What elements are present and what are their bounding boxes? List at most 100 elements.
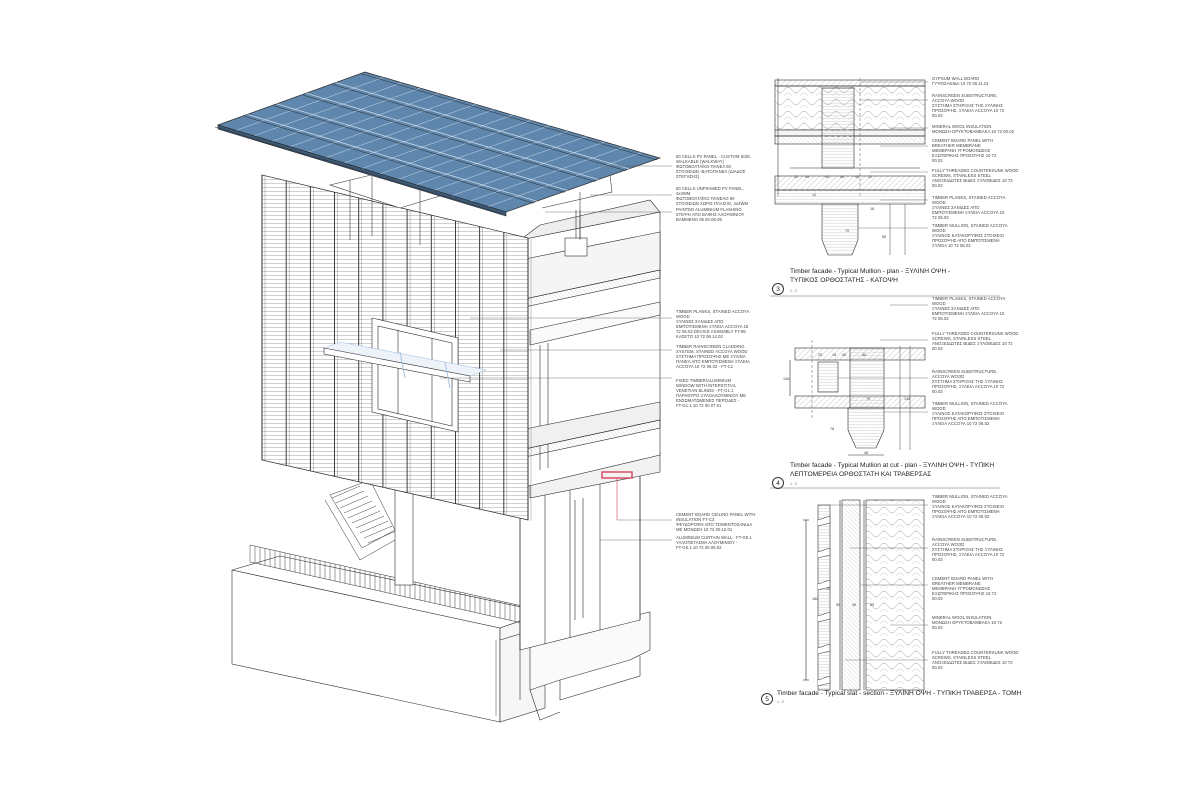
dimension-label: 44 <box>805 175 809 179</box>
d4-annotation-rainscreen: RAINSCREEN SUBSTRUCTURE, ACCOYA WOOD ΣΥΣ… <box>932 369 1005 395</box>
pv-rail <box>244 116 534 204</box>
dimension-label: 188 <box>812 597 818 601</box>
d3-annotation-planks: TIMBER PLANKS, STAINED ACCOYA WOOD ΞΥΛΙΝ… <box>932 195 1006 221</box>
slat-notch <box>817 515 831 527</box>
dimension-label: 46 <box>862 353 866 357</box>
detail-leaders <box>830 81 928 661</box>
pv-cell-line <box>397 125 550 180</box>
pv-cell-line <box>361 114 513 169</box>
dimension-label: 18 <box>832 353 836 357</box>
dimension-label: 40 <box>825 175 829 179</box>
dimension-label: 136 <box>904 397 910 401</box>
dimension-label: 40 <box>855 175 859 179</box>
d3-annotation-mineral-wool: MINERAL WOOL INSULATION ΜΟΝΩΣΗ ΟΡΥΚΤΟΒΑΜ… <box>932 124 1014 135</box>
pv-cell-line <box>451 141 605 196</box>
pv-cell-line <box>307 98 458 153</box>
pv-cell-line <box>306 92 599 180</box>
dimension-label: 136 <box>783 377 789 381</box>
d5-annotation-mullion: TIMBER MULLION, STAINED ACCOYA WOOD ΞΥΛΙ… <box>932 494 1008 520</box>
d5-annotation-screws: FULLY THREADED COUNTERSUNK WOOD SCREWS, … <box>932 650 1019 671</box>
dimension-label: 78 <box>830 427 834 431</box>
ground-floor <box>394 451 661 651</box>
annotation-curtain-wall: ALUMINIUM CURTAIN WALL - FT-G5.1 ΥΑΛΟΠΕΤ… <box>676 535 752 551</box>
pv-cell-line <box>335 82 630 170</box>
annotation-flashing: PAINTED ALUMINIUM FLASHING ΣΤΕΨΗ ΑΠΟ ΒΑΦ… <box>676 207 745 223</box>
detail-4-drawing <box>789 340 926 456</box>
pv-rail <box>303 94 596 182</box>
dimension-label: 46 <box>864 451 868 455</box>
detail-3-drawing <box>774 78 926 256</box>
stair-step <box>339 495 369 509</box>
pv-cell-line <box>469 147 624 202</box>
annotation-pv-custom: 60 CELLS PV PANEL - CUSTOM SIZE, WALKABL… <box>676 154 752 180</box>
slat-notch <box>817 547 831 559</box>
detail-3-number: 3 <box>772 283 784 295</box>
pv-cell-line <box>325 104 476 158</box>
pv-cell-line <box>253 82 402 137</box>
timber-facade <box>261 174 532 521</box>
pv-canopy <box>214 71 662 217</box>
detail-4-scale: 1 : 2 <box>790 482 797 486</box>
d5-annotation-rainscreen: RAINSCREEN SUBSTRUCTURE, ACCOYA WOOD ΣΥΣ… <box>932 537 1005 563</box>
detail-separators <box>770 295 1000 489</box>
dimension-label: 70 <box>845 229 849 233</box>
detail-4-number: 4 <box>772 477 784 489</box>
d3-annotation-screws: FULLY THREADED COUNTERSUNK WOOD SCREWS, … <box>932 168 1019 189</box>
building-base <box>231 555 651 723</box>
dimension-label: 22 <box>794 175 798 179</box>
stair-step <box>367 530 397 544</box>
dimension-label: 25 <box>818 353 822 357</box>
stair-step <box>335 490 365 504</box>
detail-5-title: Timber facade - Typical slat - section -… <box>777 690 1022 697</box>
annotation-rainscreen-cladding: TIMBER RAINSCREEN CLADDING SYSTEM, STAIN… <box>676 344 750 370</box>
stair <box>324 479 397 561</box>
annotation-timber-planks: TIMBER PLANKS, STAINED ACCOYA WOOD ΞΥΛΙΝ… <box>676 309 750 340</box>
stair-step <box>347 505 377 519</box>
stair-step <box>355 515 385 529</box>
annotation-fixed-window: FIXED TIMBER/ALUMINIUM WINDOW WITH INTER… <box>676 378 747 409</box>
pv-rail <box>361 73 658 161</box>
dimension-label: 36 <box>852 603 856 607</box>
d5-annotation-cement-board: CEMENT BOARD PANEL WITH BREATHER MEMBRAN… <box>932 576 997 602</box>
stair-step <box>363 525 393 539</box>
d3-annotation-cement-board: CEMENT BOARD PANEL WITH BREATHER MEMBRAN… <box>932 138 997 164</box>
d3-annotation-rainscreen: RAINSCREEN SUBSTRUCTURE, ACCOYA WOOD ΣΥΣ… <box>932 93 1005 119</box>
pv-rail <box>332 84 627 172</box>
dimension-label: 70 <box>866 397 870 401</box>
d4-annotation-planks: TIMBER PLANKS, STAINED ACCOYA WOOD ΞΥΛΙΝ… <box>932 296 1006 322</box>
dimension-label: 22 <box>868 175 872 179</box>
stair-step <box>343 500 373 514</box>
slat-notch <box>817 579 831 591</box>
axonometric-building <box>214 71 662 723</box>
d4-annotation-mullion: TIMBER MULLION, STAINED ACCOYA WOOD ΞΥΛΙ… <box>932 401 1008 427</box>
detail-5-number: 5 <box>761 693 773 705</box>
dimension-label: 46 <box>840 175 844 179</box>
dimension-label: 55 <box>836 603 840 607</box>
pv-cell-line <box>247 114 537 202</box>
dimension-label: 40 <box>842 353 846 357</box>
pv-cell-line <box>433 136 587 191</box>
pv-rail <box>273 105 565 193</box>
slat-notch <box>817 611 831 623</box>
d3-annotation-mullion: TIMBER MULLION, STAINED ACCOYA WOOD ΞΥΛΙ… <box>932 223 1008 249</box>
detail-3-scale: 1 : 2 <box>790 289 797 293</box>
pv-cell-line <box>343 109 495 164</box>
detail-4-title: Timber facade - Typical Mullion at cut -… <box>790 462 995 469</box>
upper-volume <box>519 199 661 489</box>
detail-3-subtitle: ΤΥΠΙΚΟΣ ΟΡΘΟΣΤΑΤΗΣ - ΚΑΤΟΨΗ <box>790 277 898 284</box>
pv-cell-line <box>379 120 532 175</box>
dimension-label: 12 <box>812 193 816 197</box>
pv-cell-line <box>487 152 642 207</box>
stair-step <box>359 520 389 534</box>
annotation-cement-board: CEMENT BOARD CEILING PANEL WITH INSULATI… <box>676 512 756 533</box>
detail-3-title: Timber facade - Typical Mullion - plan -… <box>790 268 951 275</box>
pv-cell-line <box>235 77 384 131</box>
detail-5-drawing <box>803 499 925 691</box>
annotation-pv-unframed: 60 CELLS UNFRAMED PV PANEL, 4x4WM ΦΩΤΟΒΟ… <box>676 186 748 207</box>
pv-cell-line <box>276 103 568 191</box>
dimension-label: 25 <box>826 587 830 591</box>
pv-cell-line <box>415 130 568 186</box>
pv-cell-line <box>271 87 421 142</box>
